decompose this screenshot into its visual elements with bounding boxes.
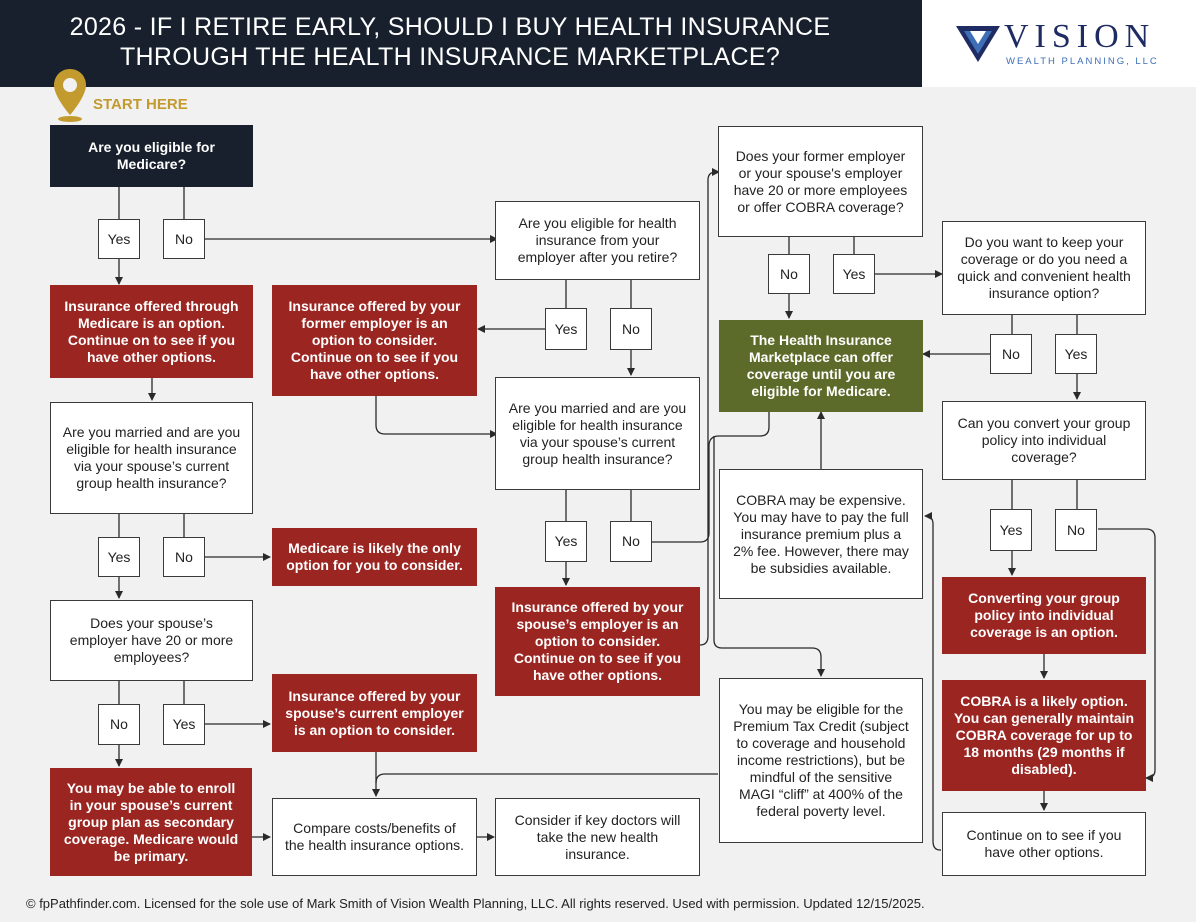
- medicare-eligibility-question: Are you eligible for Medicare?: [50, 125, 253, 187]
- cobra-likely-option-box: COBRA is a likely option. You can genera…: [942, 680, 1146, 791]
- medicare-only-option-box: Medicare is likely the only option for y…: [272, 528, 477, 586]
- map-pin-icon: [54, 69, 86, 122]
- footer-copyright: © fpPathfinder.com. Licensed for the sol…: [26, 896, 925, 911]
- logo-mark-icon: [956, 26, 1000, 62]
- spouse-employer-no-box: No: [98, 704, 140, 745]
- spouse-employer-size-question: Does your spouse’s employer have 20 or m…: [50, 600, 253, 681]
- spouse-group-left-yes-box: Yes: [98, 537, 140, 577]
- compare-options-box: Compare costs/benefits of the health ins…: [272, 798, 477, 876]
- former-employer-option-box: Insurance offered by your former employe…: [272, 285, 477, 396]
- cobra-eligibility-question: Does your former employer or your spouse…: [718, 126, 923, 237]
- employer-after-no-box: No: [610, 308, 652, 350]
- convert-yes-box: Yes: [990, 509, 1032, 551]
- spouse-group-left-no-box: No: [163, 537, 205, 577]
- start-here-label: START HERE: [93, 96, 188, 113]
- spouse-group-middle-yes-box: Yes: [545, 521, 587, 562]
- cobra-yes-box: Yes: [833, 254, 875, 294]
- keep-coverage-no-box: No: [990, 334, 1032, 374]
- convert-no-box: No: [1055, 509, 1097, 551]
- spouse-group-insurance-question-left: Are you married and are you eligible for…: [50, 402, 253, 514]
- cobra-no-box: No: [768, 254, 810, 294]
- spouse-group-insurance-question-middle: Are you married and are you eligible for…: [495, 377, 700, 490]
- employer-after-yes-box: Yes: [545, 308, 587, 350]
- cobra-expensive-box: COBRA may be expensive. You may have to …: [719, 469, 923, 599]
- keep-coverage-yes-box: Yes: [1055, 334, 1097, 374]
- logo-subtitle: WEALTH PLANNING, LLC: [1006, 56, 1159, 67]
- spouse-employer-option-box: Insurance offered by your spouse’s emplo…: [495, 587, 700, 696]
- spouse-employer-yes-box: Yes: [163, 704, 205, 745]
- convert-policy-option-box: Converting your group policy into indivi…: [942, 577, 1146, 654]
- premium-tax-credit-box: You may be eligible for the Premium Tax …: [719, 678, 923, 843]
- marketplace-option-box: The Health Insurance Marketplace can off…: [719, 320, 923, 412]
- title-line-2: THROUGH THE HEALTH INSURANCE MARKETPLACE…: [119, 43, 781, 71]
- title-line-1: 2026 - IF I RETIRE EARLY, SHOULD I BUY H…: [69, 13, 831, 41]
- spouse-current-employer-option-box: Insurance offered by your spouse’s curre…: [272, 674, 477, 752]
- medicare-no-box: No: [163, 219, 205, 259]
- employer-after-retire-question: Are you eligible for health insurance fr…: [495, 201, 700, 280]
- convert-policy-question: Can you convert your group policy into i…: [942, 401, 1146, 480]
- page-title: 2026 - IF I RETIRE EARLY, SHOULD I BUY H…: [20, 12, 880, 72]
- logo: VISION WEALTH PLANNING, LLC: [922, 0, 1196, 87]
- logo-name: VISION: [1004, 18, 1156, 55]
- continue-other-options-box: Continue on to see if you have other opt…: [942, 812, 1146, 876]
- header-bar: 2026 - IF I RETIRE EARLY, SHOULD I BUY H…: [0, 0, 922, 87]
- keep-coverage-question: Do you want to keep your coverage or do …: [942, 221, 1146, 315]
- medicare-option-box: Insurance offered through Medicare is an…: [50, 285, 253, 378]
- medicare-yes-box: Yes: [98, 219, 140, 259]
- secondary-coverage-box: You may be able to enroll in your spouse…: [50, 768, 252, 876]
- key-doctors-box: Consider if key doctors will take the ne…: [495, 798, 700, 876]
- spouse-group-middle-no-box: No: [610, 521, 652, 562]
